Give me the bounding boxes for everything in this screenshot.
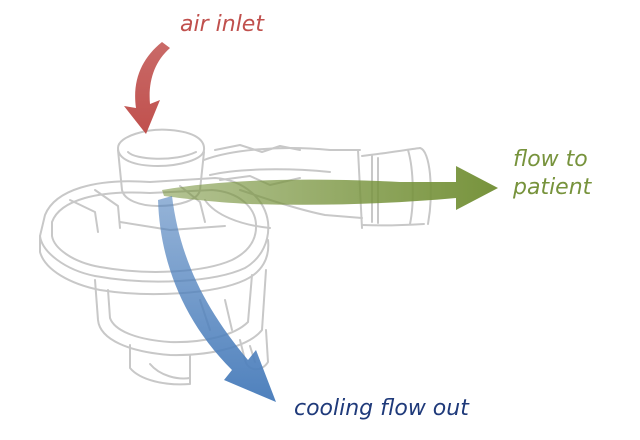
cooling-flow-out-text: cooling flow out [294,396,469,421]
cooling-flow-out-label: cooling flow out [294,396,469,422]
flow-to-patient-line2: patient [513,175,592,201]
patient-flow-arrow [162,166,498,210]
flow-to-patient-label: flow to patient [513,146,591,202]
air-inlet-label: air inlet [180,12,264,38]
cooling-flow-arrow [158,196,276,402]
air-inlet-text: air inlet [180,12,264,37]
flow-to-patient-line1: flow to [513,147,588,172]
air-inlet-arrow [124,42,170,134]
